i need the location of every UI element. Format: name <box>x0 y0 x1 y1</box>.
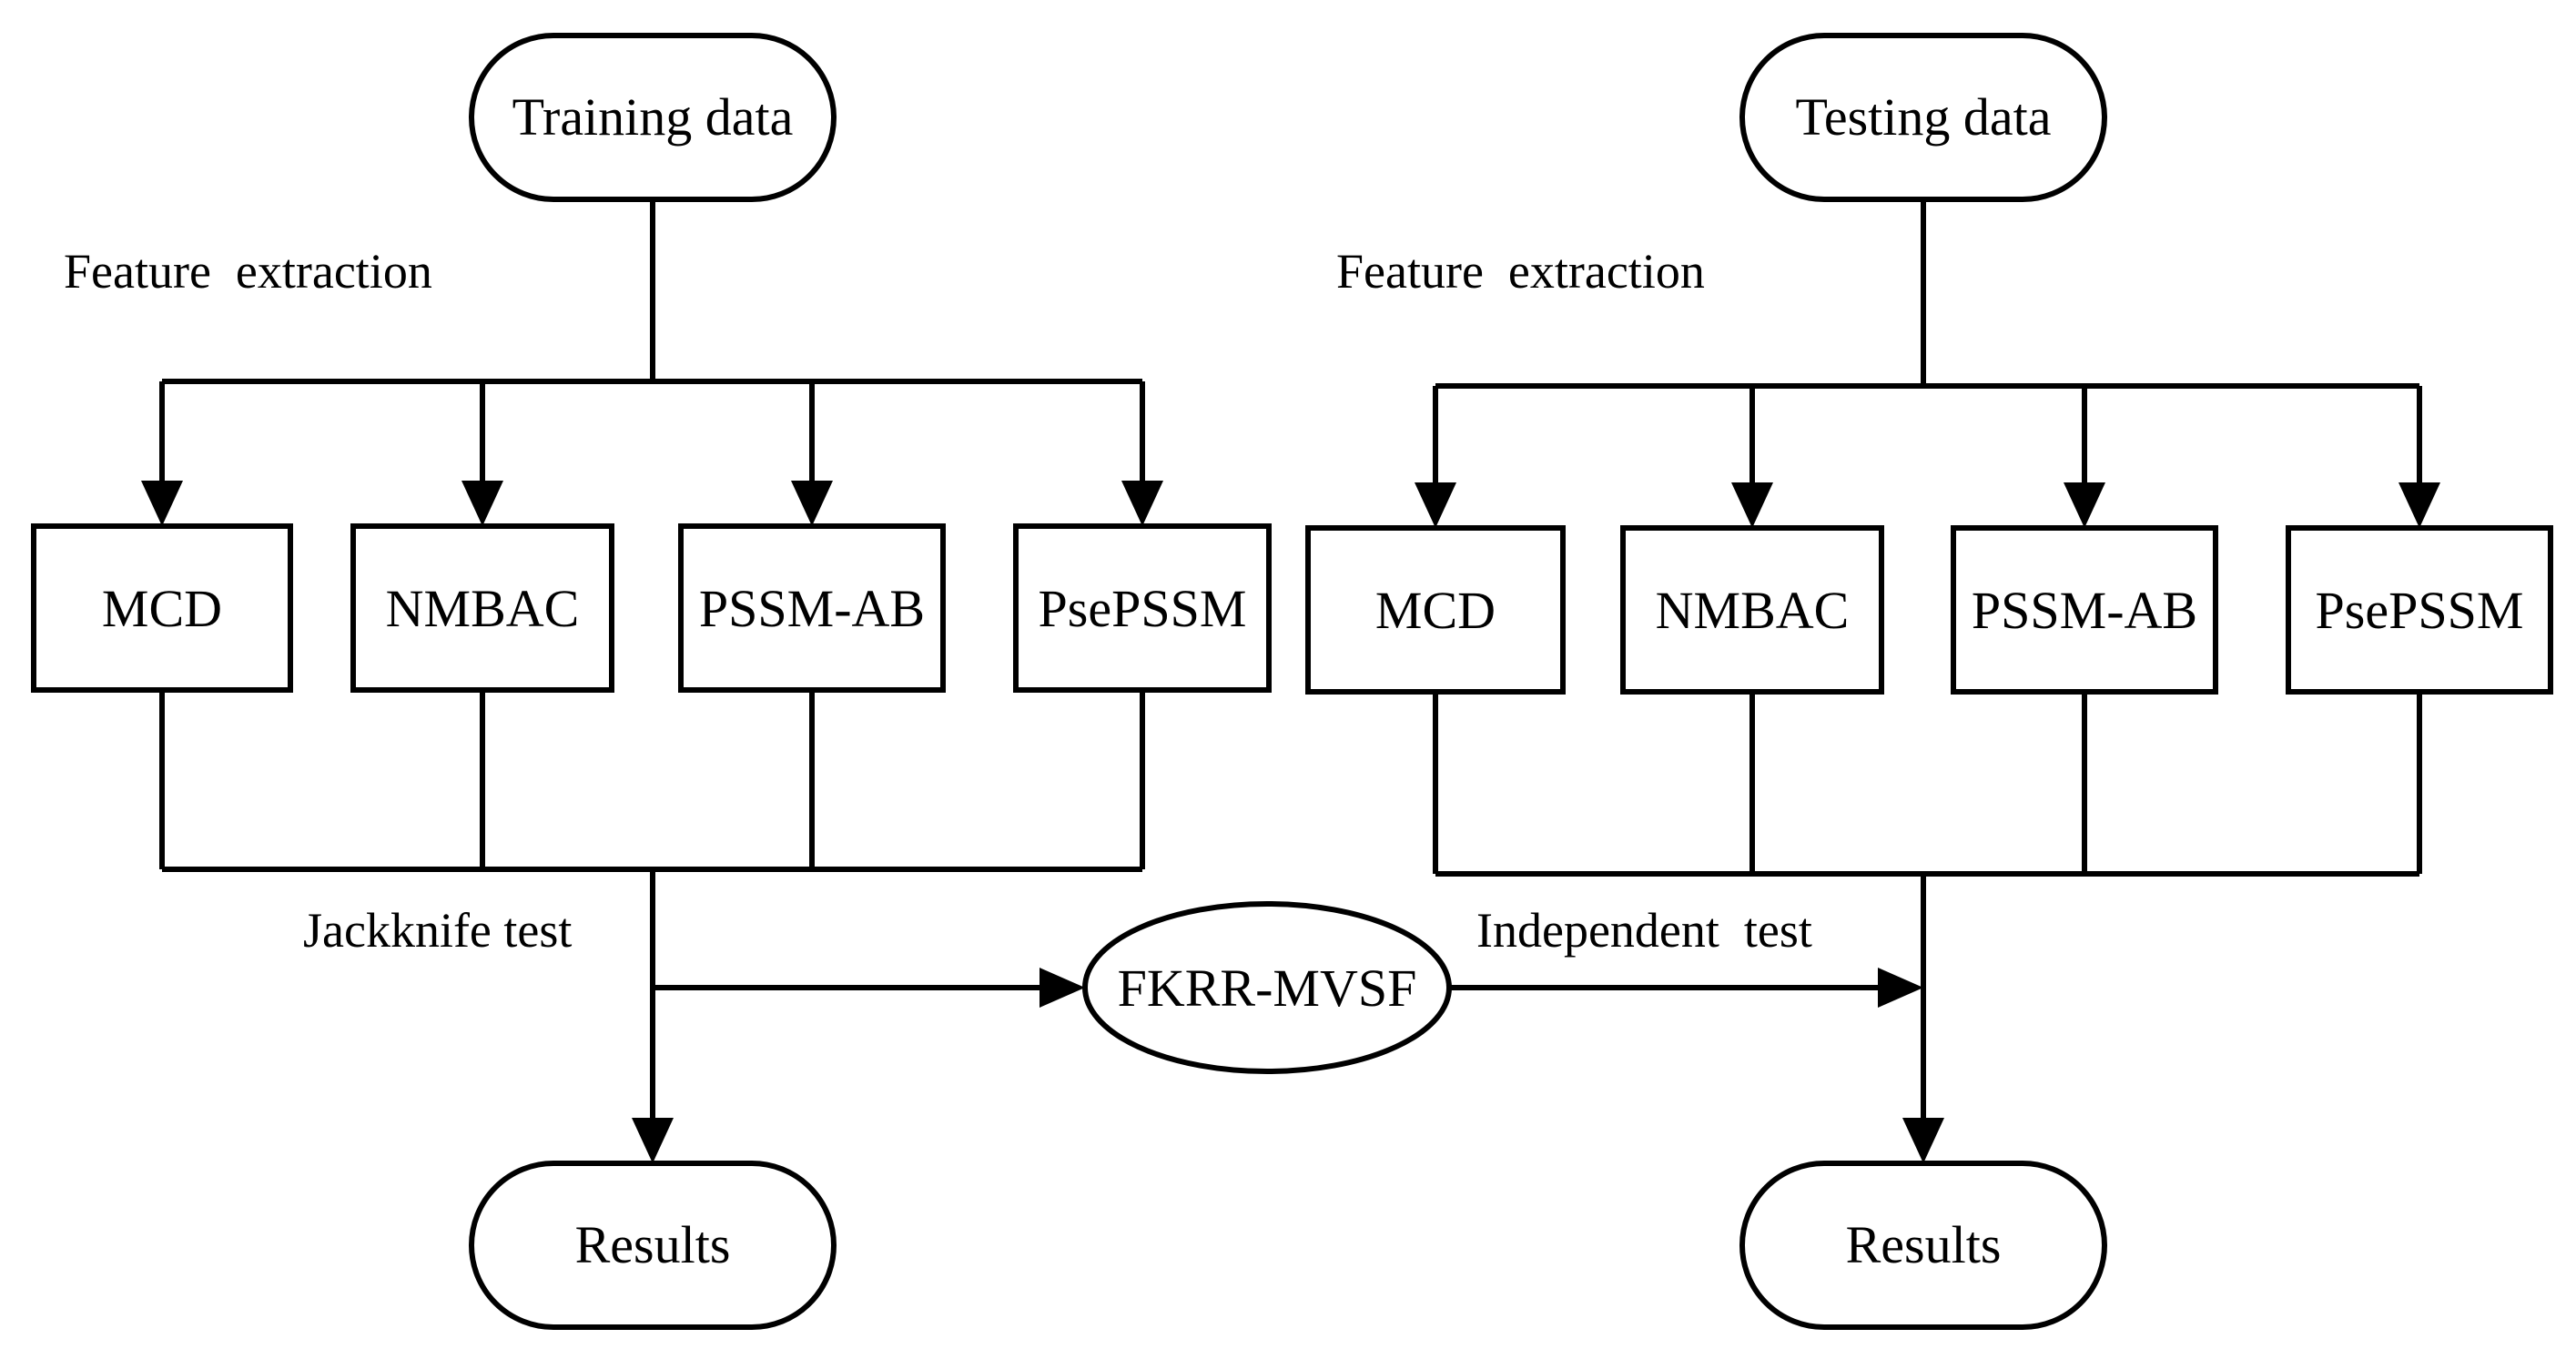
right-distribution-connector <box>1433 199 2422 482</box>
left-collector-connector <box>159 690 1145 1118</box>
left-feature-pssm-ab-box: PSSM-AB <box>678 523 946 693</box>
training-data-node: Training data <box>469 33 837 202</box>
left-feature-pssm-ab-label: PSSM-AB <box>699 579 925 638</box>
left-feature-mcd-box: MCD <box>31 523 293 693</box>
right-results-arrowhead <box>1902 1118 1944 1163</box>
left-to-model-arrow <box>653 968 1085 1008</box>
right-feature-pssm-ab-box: PSSM-AB <box>1951 525 2218 695</box>
left-feature-nmbac-label: NMBAC <box>386 579 580 638</box>
model-node: FKRR-MVSF <box>1082 901 1452 1074</box>
left-results-label: Results <box>575 1215 731 1274</box>
left-feature-mcd-label: MCD <box>102 579 222 638</box>
right-feature-psepssm-label: PsePSSM <box>2316 581 2524 640</box>
right-results-node: Results <box>1739 1161 2107 1330</box>
left-feature-arrowheads <box>141 481 1163 526</box>
right-feature-mcd-box: MCD <box>1305 525 1566 695</box>
right-feature-psepssm-box: PsePSSM <box>2286 525 2553 695</box>
jackknife-test-label: Jackknife test <box>303 903 572 958</box>
left-results-node: Results <box>469 1161 837 1330</box>
testing-data-node: Testing data <box>1739 33 2107 202</box>
right-feature-arrowheads <box>1415 482 2440 528</box>
right-results-label: Results <box>1846 1215 2002 1274</box>
left-feature-psepssm-label: PsePSSM <box>1039 579 1247 638</box>
right-feature-nmbac-label: NMBAC <box>1656 581 1850 640</box>
right-feature-nmbac-box: NMBAC <box>1620 525 1884 695</box>
left-feature-extraction-label: Feature extraction <box>64 244 432 299</box>
right-collector-connector <box>1433 692 2422 1118</box>
model-to-right-arrow <box>1449 968 1923 1008</box>
left-feature-nmbac-box: NMBAC <box>350 523 614 693</box>
left-results-arrowhead <box>632 1118 674 1163</box>
right-feature-mcd-label: MCD <box>1375 581 1496 640</box>
independent-test-label: Independent test <box>1476 903 1812 958</box>
testing-data-label: Testing data <box>1795 87 2051 147</box>
left-distribution-connector <box>159 199 1145 481</box>
model-label: FKRR-MVSF <box>1118 958 1417 1018</box>
left-feature-psepssm-box: PsePSSM <box>1013 523 1272 693</box>
right-feature-extraction-label: Feature extraction <box>1336 244 1705 299</box>
training-data-label: Training data <box>512 87 794 147</box>
right-feature-pssm-ab-label: PSSM-AB <box>1972 581 2197 640</box>
